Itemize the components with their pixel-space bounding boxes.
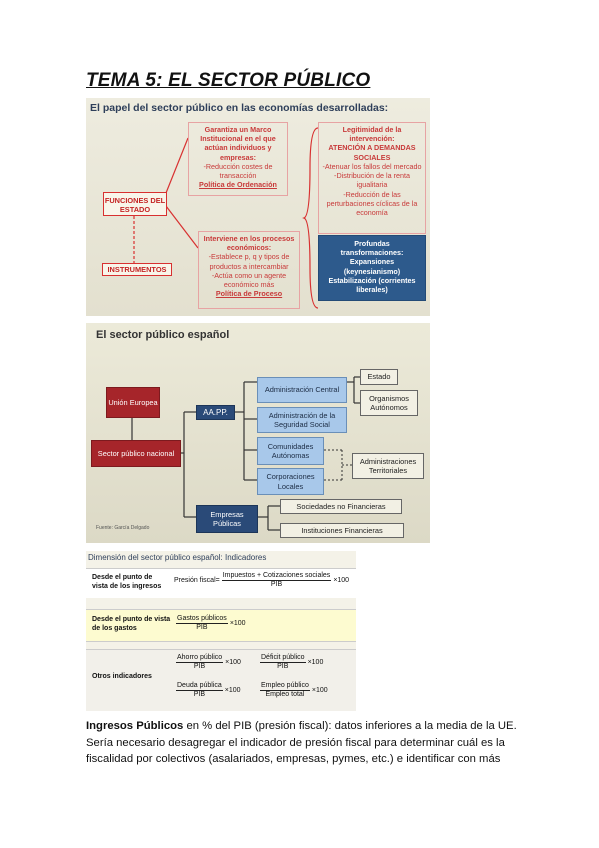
body-paragraph: Ingresos Públicos en % del PIB (presión … [86, 718, 526, 768]
row-ingresos-label: Desde el punto de vista de los ingresos [92, 574, 162, 590]
instituciones-financieras-box: Instituciones Financieras [280, 523, 404, 538]
presion-fiscal-formula: Presión fiscal= Impuestos + Cotizaciones… [174, 572, 349, 589]
legitimidad-heading: Legitimidad de la intervención: [342, 125, 402, 144]
presion-numerator: Impuestos + Cotizaciones sociales [221, 572, 332, 581]
row-ingresos: Desde el punto de vista de los ingresos … [86, 568, 356, 598]
corporaciones-locales-box: Corporaciones Locales [257, 468, 324, 495]
slide-papel-sector-publico: El papel del sector público en las econo… [86, 98, 430, 316]
gastos-denominator: PIB [196, 623, 208, 631]
source-note: Fuente: García Delgado [96, 525, 150, 531]
slide-sector-publico-espanol: El sector público español Unión Europea … [86, 323, 430, 543]
deficit-denominator: PIB [277, 662, 289, 670]
estado-box: Estado [360, 369, 398, 385]
seguridad-social-box: Administración de la Seguridad Social [257, 407, 347, 433]
administracion-central-box: Administración Central [257, 377, 347, 403]
administraciones-territoriales-box: Administraciones Territoriales [352, 453, 424, 479]
gastos-x100: ×100 [229, 620, 246, 628]
indicadores-table: Dimensión del sector público español: In… [86, 551, 356, 711]
empleo-numerator: Empleo público [260, 682, 310, 691]
deuda-denominator: PIB [193, 690, 206, 698]
slide-title: El papel del sector público en las econo… [90, 102, 389, 114]
body-text: en % del PIB (presión fiscal): datos inf… [86, 720, 517, 765]
marco-bullet: -Reducción costes de transacción [203, 161, 273, 181]
profundas-heading: Profundas transformaciones: [340, 239, 404, 258]
legitimidad-attention: ATENCIÓN A DEMANDAS SOCIALES [328, 143, 416, 162]
deuda-x100: ×100 [224, 687, 241, 695]
sociedades-no-financieras-box: Sociedades no Financieras [280, 499, 402, 514]
slide1-connectors [133, 127, 319, 309]
slide-title: El sector público español [96, 329, 230, 341]
deficit-numerator: Déficit público [260, 654, 306, 663]
deuda-numerator: Deuda pública [176, 682, 223, 691]
interviene-box: Interviene en los procesos económicos: -… [198, 231, 300, 309]
page-title: TEMA 5: EL SECTOR PÚBLICO [86, 70, 371, 91]
interviene-bullet-2: -Actúa como un agente económico más [211, 270, 287, 290]
legitimidad-bullet-3: -Reducción de las perturbaciones cíclica… [326, 189, 418, 217]
funciones-del-estado-box: FUNCIONES DEL ESTADO [103, 192, 167, 216]
presion-x100: ×100 [333, 577, 350, 585]
interviene-policy: Política de Proceso [215, 289, 283, 299]
profundas-transformaciones-box: Profundas transformaciones: Expansiones … [318, 235, 426, 301]
presion-denominator: PIB [270, 580, 283, 588]
legitimidad-box: Legitimidad de la intervención: ATENCIÓN… [318, 122, 426, 234]
profundas-line-2: Estabilización (corrientes liberales) [328, 275, 416, 295]
empresas-publicas-box: Empresas Públicas [196, 505, 258, 533]
deficit-x100: ×100 [307, 659, 324, 667]
interviene-heading: Interviene en los procesos económicos: [203, 234, 295, 253]
ahorro-denominator: PIB [193, 662, 206, 670]
indicadores-title: Dimensión del sector público español: In… [88, 553, 267, 562]
marco-heading: Garantiza un Marco Institucional en el q… [200, 125, 276, 162]
legitimidad-bullet-2: -Distribución de la renta igualitaria [334, 171, 410, 190]
marco-policy: Política de Ordenación [199, 180, 277, 190]
union-europea-box: Unión Europea [106, 387, 160, 418]
instrumentos-box: INSTRUMENTOS [102, 263, 172, 276]
profundas-line-1: Expansiones (keynesianismo) [343, 257, 401, 276]
gastos-numerator: Gastos públicos [176, 615, 228, 624]
comunidades-autonomas-box: Comunidades Autónomas [257, 437, 324, 465]
marco-institucional-box: Garantiza un Marco Institucional en el q… [188, 122, 288, 196]
sector-publico-nacional-box: Sector público nacional [91, 440, 181, 467]
aapp-box: AA.PP. [196, 405, 235, 420]
row-gastos: Desde el punto de vista de los gastos Ga… [86, 609, 356, 642]
legitimidad-bullet-1: -Atenuar los fallos del mercado [322, 161, 422, 171]
row-gastos-label: Desde el punto de vista de los gastos [92, 616, 171, 632]
ahorro-x100: ×100 [225, 659, 241, 667]
empleo-x100: ×100 [311, 687, 328, 695]
body-lead: Ingresos Públicos [86, 720, 184, 732]
organismos-autonomos-box: Organismos Autónomos [360, 390, 418, 416]
presion-prefix: Presión fiscal= [174, 577, 220, 585]
row-otros-label: Otros indicadores [92, 673, 152, 680]
ahorro-numerator: Ahorro público [176, 654, 224, 663]
empleo-denominator: Empleo total [265, 690, 305, 698]
slide2-connectors [131, 376, 360, 531]
interviene-bullet-1: -Establece p, q y tipos de productos a i… [208, 252, 290, 271]
